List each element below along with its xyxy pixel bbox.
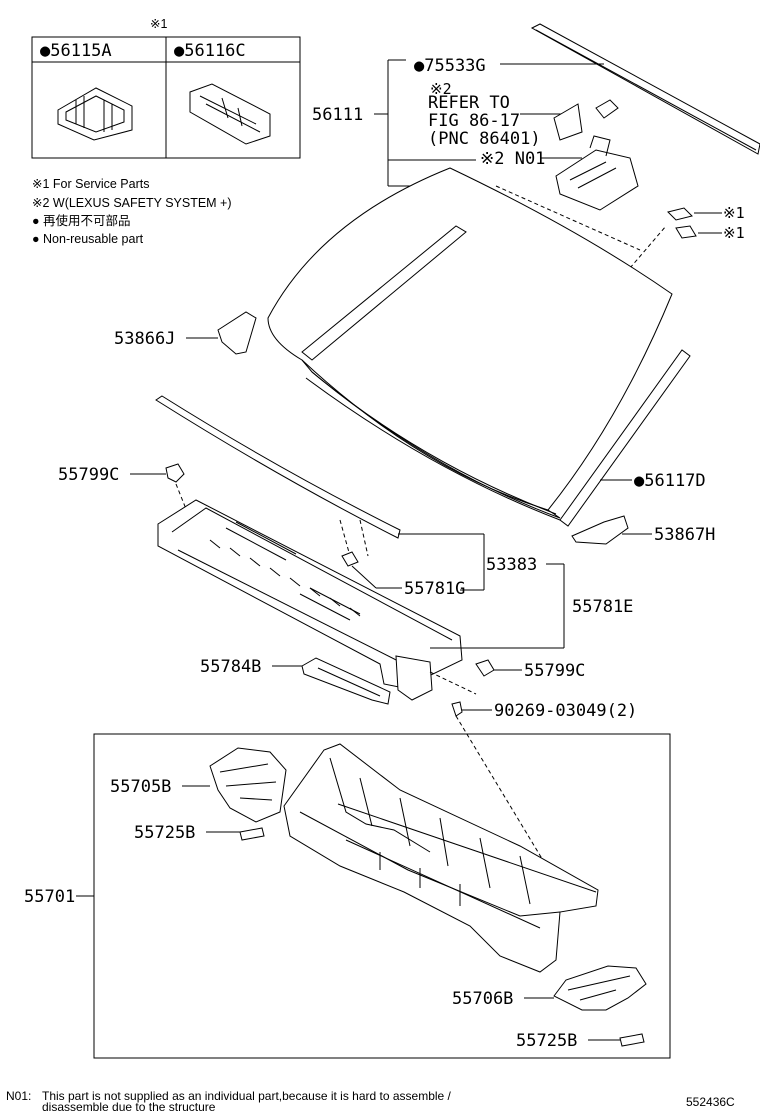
small-clips xyxy=(667,207,722,239)
part-53867H-drawing xyxy=(571,515,629,545)
windshield-upper-moulding xyxy=(530,23,760,155)
part-55799C-top-label[interactable]: 55799C xyxy=(58,465,119,485)
part-55705B-drawing xyxy=(209,747,287,823)
part-55725B-bottom-drawing xyxy=(619,1033,645,1047)
refer-note-line-2[interactable]: FIG 86-17 xyxy=(428,111,520,131)
note-lexus-safety: ※2 W(LEXUS SAFETY SYSTEM +) xyxy=(32,196,232,210)
diagram-code: 552436C xyxy=(686,1095,735,1109)
part-56115A-drawing xyxy=(57,87,133,141)
part-56111-label[interactable]: 56111 xyxy=(312,105,363,125)
service-parts-box: ※1 ●56115A ●56116C xyxy=(31,17,301,159)
part-53866J-drawing xyxy=(217,311,257,355)
part-56116C-label[interactable]: ●56116C xyxy=(174,41,246,61)
refer-note: ※2 REFER TO FIG 86-17 (PNC 86401) xyxy=(428,80,562,149)
part-55784B-label[interactable]: 55784B xyxy=(200,657,261,677)
part-53867H-label[interactable]: 53867H xyxy=(654,525,715,545)
refer-note-mark: ※2 xyxy=(430,80,452,98)
part-56115A-label[interactable]: ●56115A xyxy=(40,41,112,61)
part-55784B-drawing xyxy=(301,657,391,705)
part-55725B-top-drawing xyxy=(239,827,265,841)
cowl-louver-53383 xyxy=(157,499,463,701)
part-55725B-bottom-label[interactable]: 55725B xyxy=(516,1031,577,1051)
clip-55799C-bottom xyxy=(475,659,495,677)
refer-note-line-3[interactable]: (PNC 86401) xyxy=(428,129,541,149)
windshield-glass xyxy=(267,167,691,527)
note-service-parts: ※1 For Service Parts xyxy=(32,177,149,191)
footer: N01: This part is not supplied as an ind… xyxy=(6,1089,735,1112)
screw-90269 xyxy=(451,701,463,717)
part-55706B-drawing xyxy=(553,965,647,1011)
clip-55799C-top xyxy=(165,463,185,483)
part-90269-label[interactable]: 90269-03049(2) xyxy=(494,701,637,721)
part-56117D-label[interactable]: ●56117D xyxy=(634,471,706,491)
note-non-reusable-jp: ● 再使用不可部品 xyxy=(32,213,131,228)
cowl-panel-55701 xyxy=(283,743,599,973)
footer-note-line-1: This part is not supplied as an individu… xyxy=(42,1089,452,1103)
clip-X1-b-label[interactable]: ※1 xyxy=(723,224,745,242)
part-N01-label[interactable]: ※2 N01 xyxy=(480,149,545,169)
part-55705B-top-label[interactable]: 55705B xyxy=(110,777,171,797)
part-75533G-label[interactable]: ●75533G xyxy=(414,56,486,76)
note-non-reusable-en: ● Non-reusable part xyxy=(32,232,144,246)
footer-note-key: N01: xyxy=(6,1089,31,1103)
service-box-mark: ※1 xyxy=(150,17,167,31)
sensor-bracket-N01 xyxy=(553,99,639,211)
clip-X1-a-label[interactable]: ※1 xyxy=(723,204,745,222)
part-53383-label[interactable]: 53383 xyxy=(486,555,537,575)
part-56116C-drawing xyxy=(189,83,271,145)
part-55701-label[interactable]: 55701 xyxy=(24,887,75,907)
footer-note-line-2: disassemble due to the structure xyxy=(42,1100,216,1112)
part-55781G-label[interactable]: 55781G xyxy=(404,579,465,599)
lower-weatherstrip xyxy=(155,395,401,539)
part-55799C-bottom-label[interactable]: 55799C xyxy=(524,661,585,681)
part-55725B-top-label[interactable]: 55725B xyxy=(134,823,195,843)
clip-55781G xyxy=(341,551,359,567)
part-55781E-label[interactable]: 55781E xyxy=(572,597,633,617)
notes-block: ※1 For Service Parts ※2 W(LEXUS SAFETY S… xyxy=(32,177,232,246)
part-53866J-label[interactable]: 53866J xyxy=(114,329,175,349)
refer-note-line-1[interactable]: REFER TO xyxy=(428,93,510,113)
part-55706B-label[interactable]: 55706B xyxy=(452,989,513,1009)
